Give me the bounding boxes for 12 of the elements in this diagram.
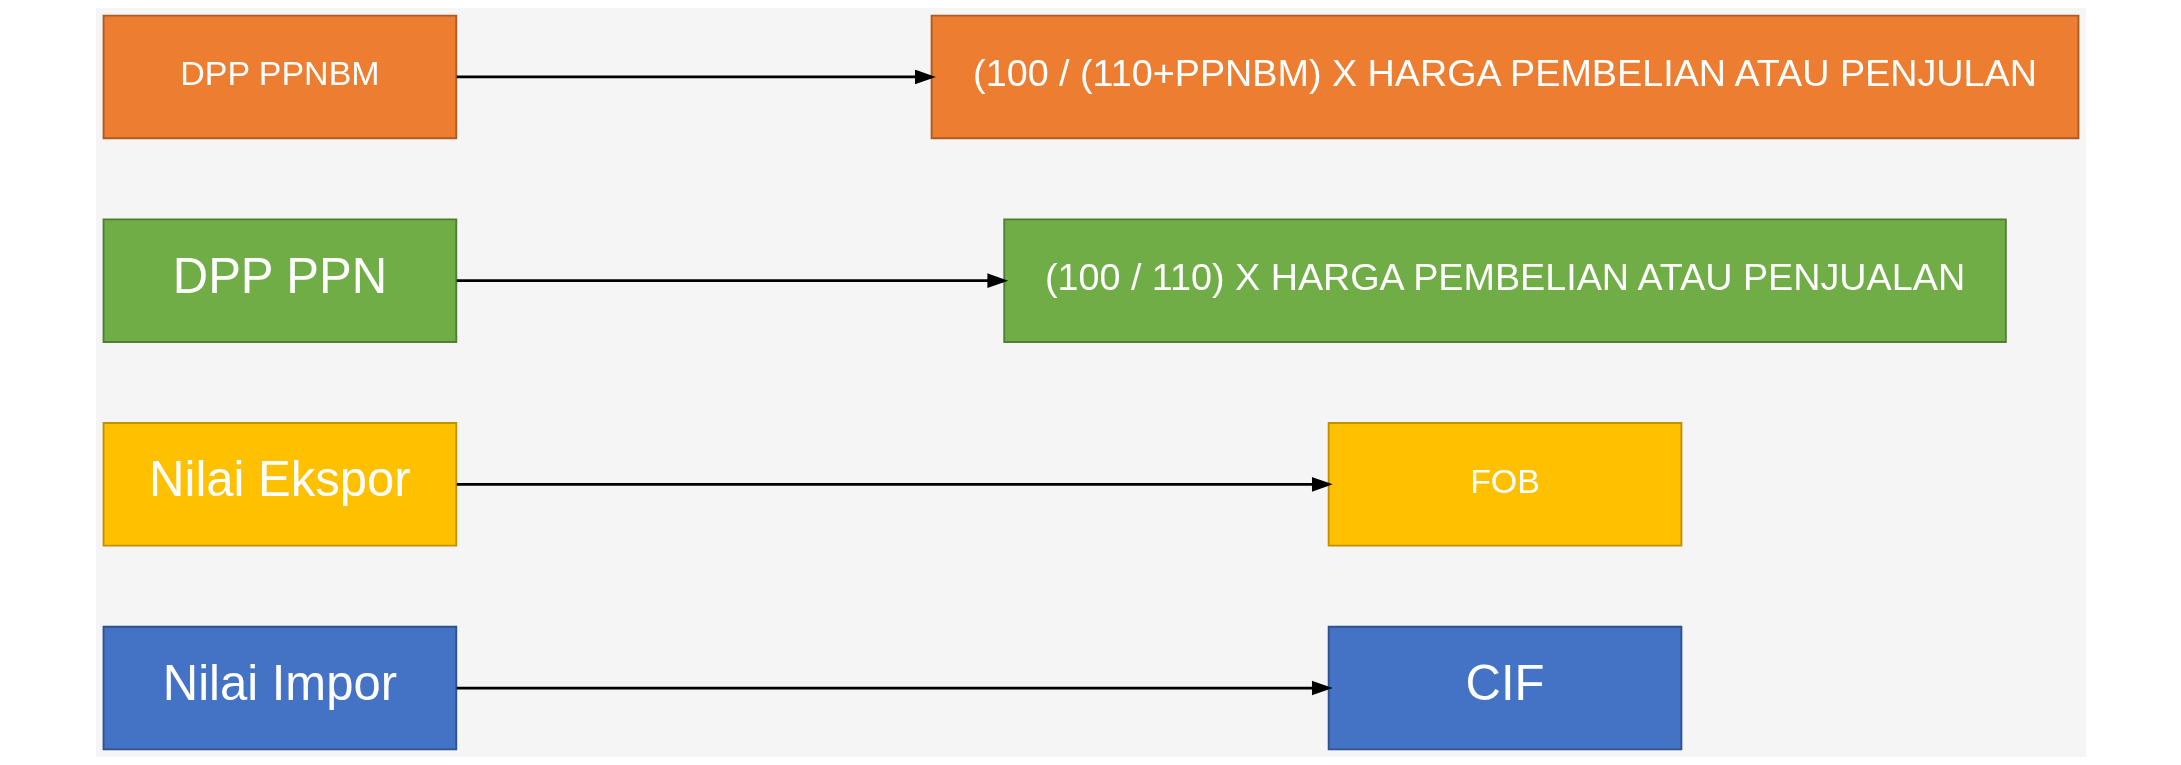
node-box: CIF bbox=[1327, 625, 1682, 751]
arrow bbox=[456, 273, 1008, 288]
node-box: FOB bbox=[1327, 422, 1682, 547]
arrow bbox=[456, 477, 1333, 492]
node-box: (100 / 110) X HARGA PEMBELIAN ATAU PENJUALAN bbox=[1002, 218, 2007, 343]
node-box: DPP PPN bbox=[102, 218, 457, 343]
node-box: DPP PPNBM bbox=[102, 14, 457, 140]
arrow bbox=[456, 69, 936, 85]
arrow bbox=[456, 680, 1333, 696]
node-box: Nilai Ekspor bbox=[102, 422, 457, 547]
node-box: (100 / (110+PPNBM) X HARGA PEMBELIAN ATAU PENJULAN bbox=[930, 14, 2079, 140]
node-box: Nilai Impor bbox=[102, 625, 457, 751]
